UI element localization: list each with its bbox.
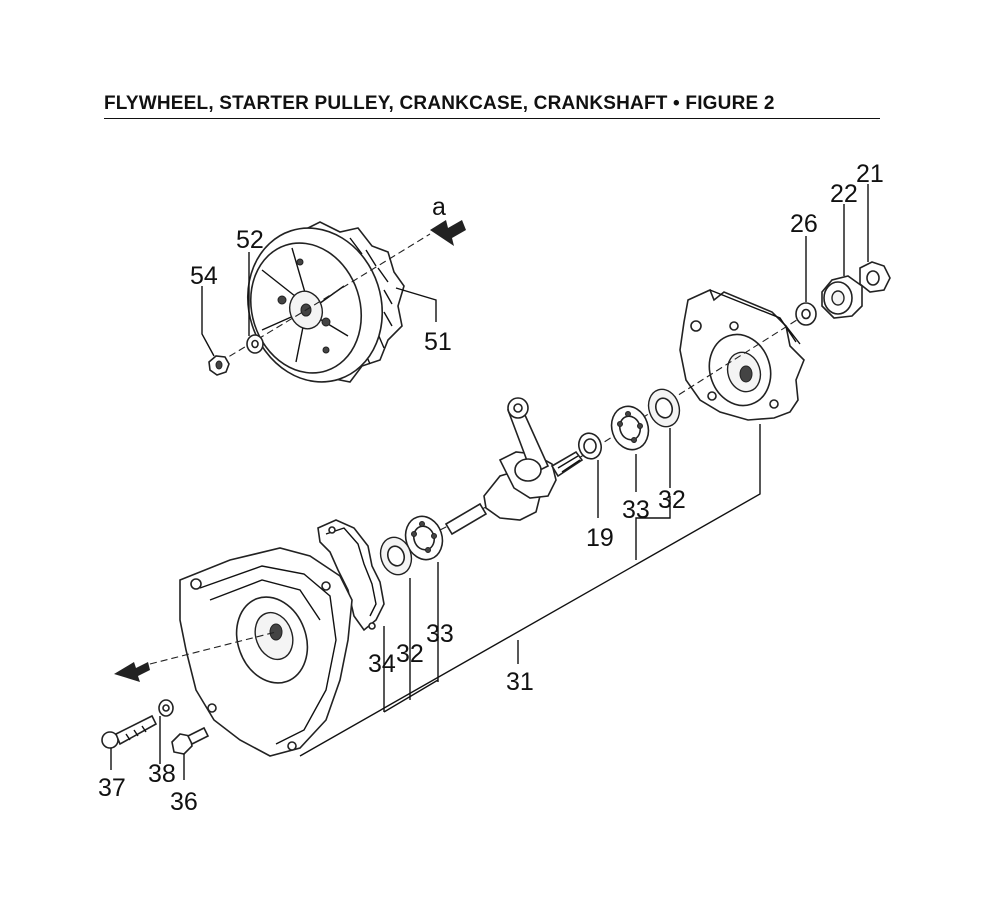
bearing-33-right: [610, 405, 650, 451]
part-label-38: 38: [148, 760, 176, 788]
part-label-37: 37: [98, 774, 126, 802]
gasket-34: [317, 519, 385, 632]
part-label-31: 31: [506, 668, 534, 696]
part-label-54: 54: [190, 262, 218, 290]
washer-38: [158, 699, 174, 717]
part-label-26: 26: [790, 210, 818, 238]
screw-37: [101, 714, 158, 749]
seal-32-right: [647, 388, 681, 428]
bearing-33-left: [404, 515, 444, 561]
nut-54: [208, 355, 230, 376]
leader-lines: [110, 184, 869, 780]
part-label-33-left: 33: [426, 620, 454, 648]
bolt-36: [171, 726, 210, 755]
starter-pulley-22: [821, 275, 863, 319]
arrow-label-a: a: [432, 193, 446, 221]
nut-21: [859, 261, 891, 293]
washer-19: [577, 432, 603, 460]
part-label-32-right: 32: [658, 486, 686, 514]
washer-26: [795, 302, 817, 326]
part-label-33-right: 33: [622, 496, 650, 524]
crankcase-right-half: [679, 288, 805, 421]
part-label-19: 19: [586, 524, 614, 552]
flywheel: [246, 221, 405, 383]
part-label-34: 34: [368, 650, 396, 678]
part-label-52: 52: [236, 226, 264, 254]
crankcase-left-half: [179, 547, 353, 757]
part-label-36: 36: [170, 788, 198, 816]
part-label-22: 22: [830, 180, 858, 208]
direction-arrow-a: [430, 220, 466, 246]
figure-title: FLYWHEEL, STARTER PULLEY, CRANKCASE, CRA…: [104, 92, 880, 119]
direction-arrow-left: [114, 662, 150, 682]
part-label-32-left: 32: [396, 640, 424, 668]
washer-52: [246, 334, 264, 354]
crankshaft-assembly: [444, 397, 584, 536]
part-label-51: 51: [424, 328, 452, 356]
seal-32-left: [379, 536, 413, 576]
part-label-21: 21: [856, 160, 884, 188]
